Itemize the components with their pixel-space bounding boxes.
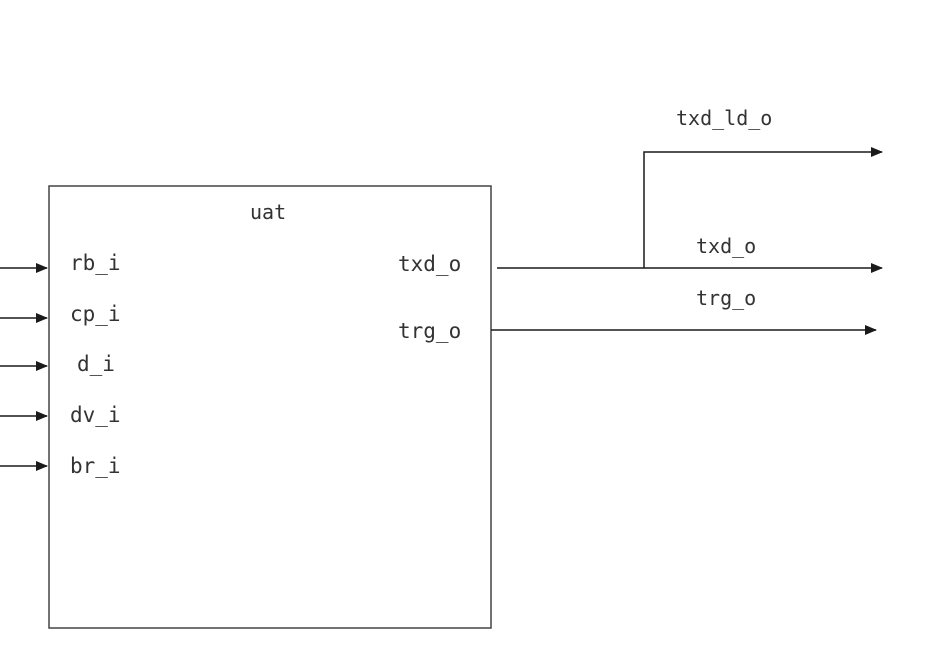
input-port-label-cp: cp_i bbox=[70, 302, 121, 326]
output-port-label-txd: txd_o bbox=[398, 252, 462, 276]
wire-label-txd-ld: txd_ld_o bbox=[676, 106, 773, 130]
output-arrow-txd-ld bbox=[643, 147, 883, 268]
uat-block bbox=[48, 185, 492, 629]
input-port-label-d: d_i bbox=[77, 352, 115, 376]
input-port-label-rb: rb_i bbox=[70, 251, 121, 275]
output-port-label-trg: trg_o bbox=[398, 319, 462, 343]
block-title: uat bbox=[250, 200, 287, 224]
input-port-label-dv: dv_i bbox=[70, 403, 121, 427]
wire-label-txd: txd_o bbox=[696, 234, 757, 258]
wire-label-trg: trg_o bbox=[696, 286, 757, 310]
input-port-label-br: br_i bbox=[70, 454, 121, 478]
